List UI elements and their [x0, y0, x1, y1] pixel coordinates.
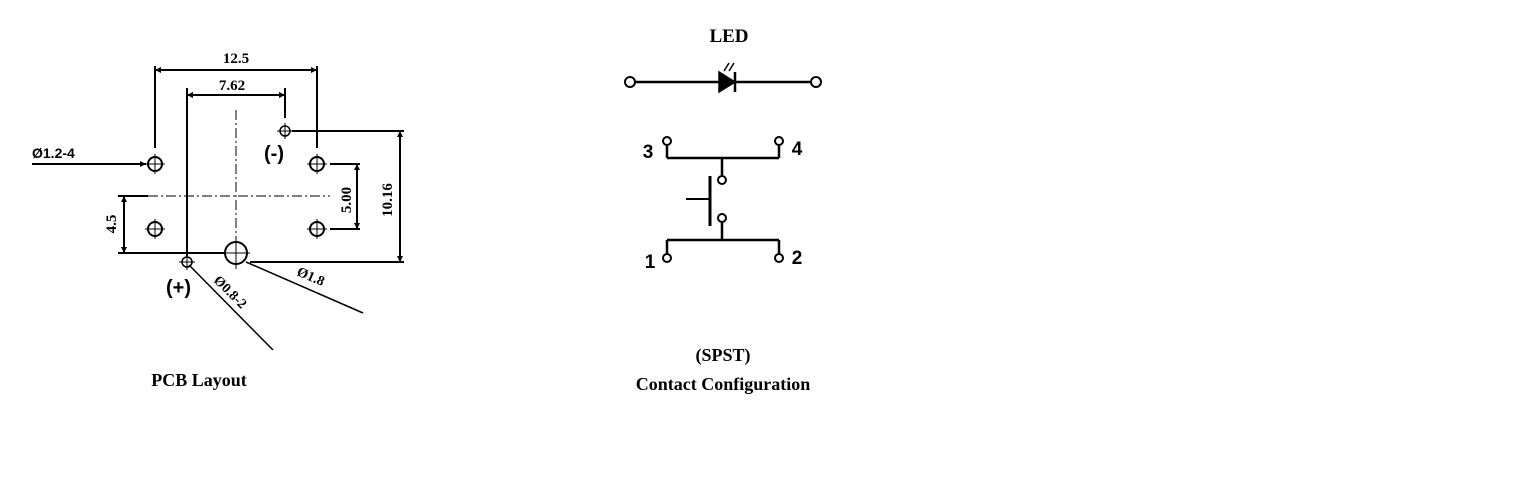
pcb-caption: PCB Layout	[151, 370, 247, 390]
hole-icon	[145, 219, 165, 239]
hole-icon	[145, 154, 165, 174]
switch-type-label: (SPST)	[695, 345, 750, 366]
switch-symbol	[662, 136, 784, 263]
dim-width-label: 12.5	[223, 51, 249, 67]
leader-hole-small	[188, 264, 274, 351]
terminal-1	[662, 253, 672, 263]
contact-bottom	[717, 213, 727, 223]
schematic-caption: Contact Configuration	[636, 374, 811, 394]
led-symbol	[624, 62, 822, 94]
pcb-layout	[32, 66, 404, 351]
pin-1-label: 1	[645, 252, 656, 273]
dim-pitch-label: 7.62	[219, 78, 245, 94]
led-terminal-left	[624, 76, 636, 88]
hole-small-icon	[179, 254, 195, 270]
contact-top	[717, 175, 727, 185]
light-emission-icon	[723, 62, 730, 72]
diode-icon	[718, 70, 737, 94]
led-label: LED	[709, 26, 748, 47]
light-emission-icon	[728, 62, 735, 72]
terminal-3	[662, 136, 672, 146]
dim-height-label: 10.16	[380, 183, 396, 217]
plus-terminal-label: (+)	[166, 277, 191, 299]
leader-hole-mount	[245, 261, 364, 314]
led-terminal-right	[810, 76, 822, 88]
terminal-4	[774, 136, 784, 146]
hole-mount-label: Ø1.8	[294, 265, 326, 290]
pin-2-label: 2	[792, 248, 803, 269]
pin-3-label: 3	[643, 142, 654, 163]
hole-large-label: Ø1.2-4	[32, 145, 75, 161]
mount-hole-icon	[222, 239, 250, 267]
dim-left-label: 4.5	[104, 215, 120, 234]
hole-icon	[307, 154, 327, 174]
hole-icon	[307, 219, 327, 239]
pin-4-label: 4	[792, 139, 803, 160]
hole-small-icon	[277, 123, 293, 139]
minus-terminal-label: (-)	[264, 143, 284, 165]
dim-vertical-pitch-label: 5.00	[339, 187, 355, 213]
terminal-2	[774, 253, 784, 263]
